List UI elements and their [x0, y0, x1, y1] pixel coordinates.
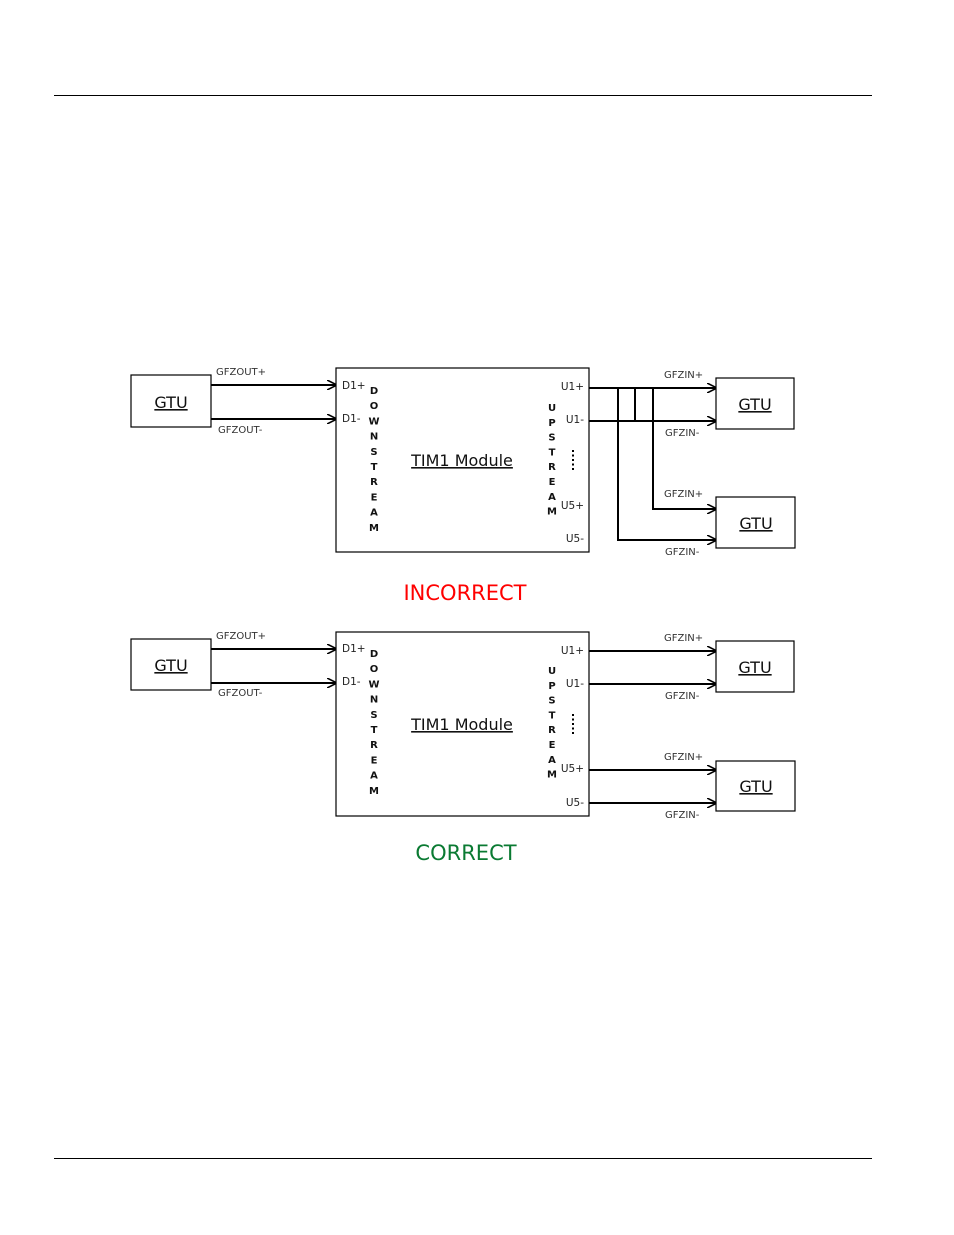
vertical-letter: A	[548, 492, 556, 503]
pin-label: U1+	[561, 645, 584, 657]
vertical-letter: U	[548, 666, 556, 677]
vertical-letter: S	[548, 696, 555, 707]
verdict-correct: CORRECT	[415, 841, 516, 865]
pin-label: D1+	[342, 380, 366, 392]
pin-label: U5+	[561, 763, 584, 775]
vertical-letter: A	[370, 771, 378, 782]
vertical-letter: S	[370, 710, 377, 721]
wire-label: GFZOUT-	[218, 425, 263, 436]
wire-label: GFZIN+	[664, 752, 703, 763]
pin-label: D1-	[342, 676, 361, 688]
vertical-letter: R	[548, 462, 556, 473]
vertical-letter: R	[370, 477, 378, 488]
diagram-correct: GTU GFZOUT+ GFZOUT- TIM1 Module D1+ D1- …	[131, 631, 795, 865]
vertical-letter: N	[370, 432, 378, 443]
vertical-letter: W	[368, 416, 379, 427]
diagram-incorrect: GTU GFZOUT+ GFZOUT- TIM1 Module D1+ D1- …	[131, 367, 795, 605]
vertical-letter: W	[368, 679, 379, 690]
vertical-letter: A	[548, 755, 556, 766]
pin-label: U5-	[566, 797, 584, 809]
vertical-letter: M	[547, 507, 557, 518]
vertical-letter: M	[369, 786, 379, 797]
vertical-letter: E	[549, 477, 556, 488]
vertical-letter: O	[370, 664, 379, 675]
wire-label: GFZOUT+	[216, 631, 266, 642]
pin-label: U1+	[561, 381, 584, 393]
vertical-letter: T	[549, 710, 556, 721]
wire-label: GFZOUT-	[218, 688, 263, 699]
right-gtu-label: GTU	[739, 514, 772, 533]
wire-label: GFZIN-	[665, 428, 700, 439]
wire-branch-minus	[618, 388, 716, 540]
wire-label: GFZIN-	[665, 810, 700, 821]
vertical-letter: E	[371, 755, 378, 766]
vertical-letter: N	[370, 695, 378, 706]
vertical-letter: O	[370, 401, 379, 412]
pin-label: U5+	[561, 500, 584, 512]
module-title: TIM1 Module	[410, 451, 513, 470]
pin-label: U1-	[566, 678, 584, 690]
vertical-letter: R	[370, 740, 378, 751]
wire-label: GFZIN+	[664, 370, 703, 381]
wire-label: GFZIN+	[664, 489, 703, 500]
vertical-letter: E	[371, 492, 378, 503]
vertical-letter: M	[369, 523, 379, 534]
wire-label: GFZIN+	[664, 633, 703, 644]
verdict-incorrect: INCORRECT	[403, 581, 526, 605]
vertical-letter: R	[548, 725, 556, 736]
pin-label: D1-	[342, 413, 361, 425]
vertical-letter: D	[370, 386, 378, 397]
right-gtu-label: GTU	[739, 777, 772, 796]
right-gtu-label: GTU	[738, 658, 771, 677]
left-gtu-label: GTU	[154, 656, 187, 675]
vertical-letter: M	[547, 770, 557, 781]
vertical-letter: S	[548, 433, 555, 444]
vertical-letter: E	[549, 740, 556, 751]
right-gtu-label: GTU	[738, 395, 771, 414]
wire-label: GFZIN-	[665, 547, 700, 558]
vertical-letter: D	[370, 649, 378, 660]
pin-label: U1-	[566, 414, 584, 426]
pin-label: U5-	[566, 533, 584, 545]
vertical-letter: T	[371, 725, 378, 736]
left-gtu-label: GTU	[154, 393, 187, 412]
vertical-letter: T	[371, 462, 378, 473]
module-title: TIM1 Module	[410, 715, 513, 734]
vertical-letter: P	[548, 681, 555, 692]
wire-label: GFZOUT+	[216, 367, 266, 378]
vertical-letter: U	[548, 403, 556, 414]
wire-label: GFZIN-	[665, 691, 700, 702]
pin-label: D1+	[342, 643, 366, 655]
vertical-letter: S	[370, 447, 377, 458]
vertical-letter: T	[549, 447, 556, 458]
vertical-letter: P	[548, 418, 555, 429]
vertical-letter: A	[370, 508, 378, 519]
